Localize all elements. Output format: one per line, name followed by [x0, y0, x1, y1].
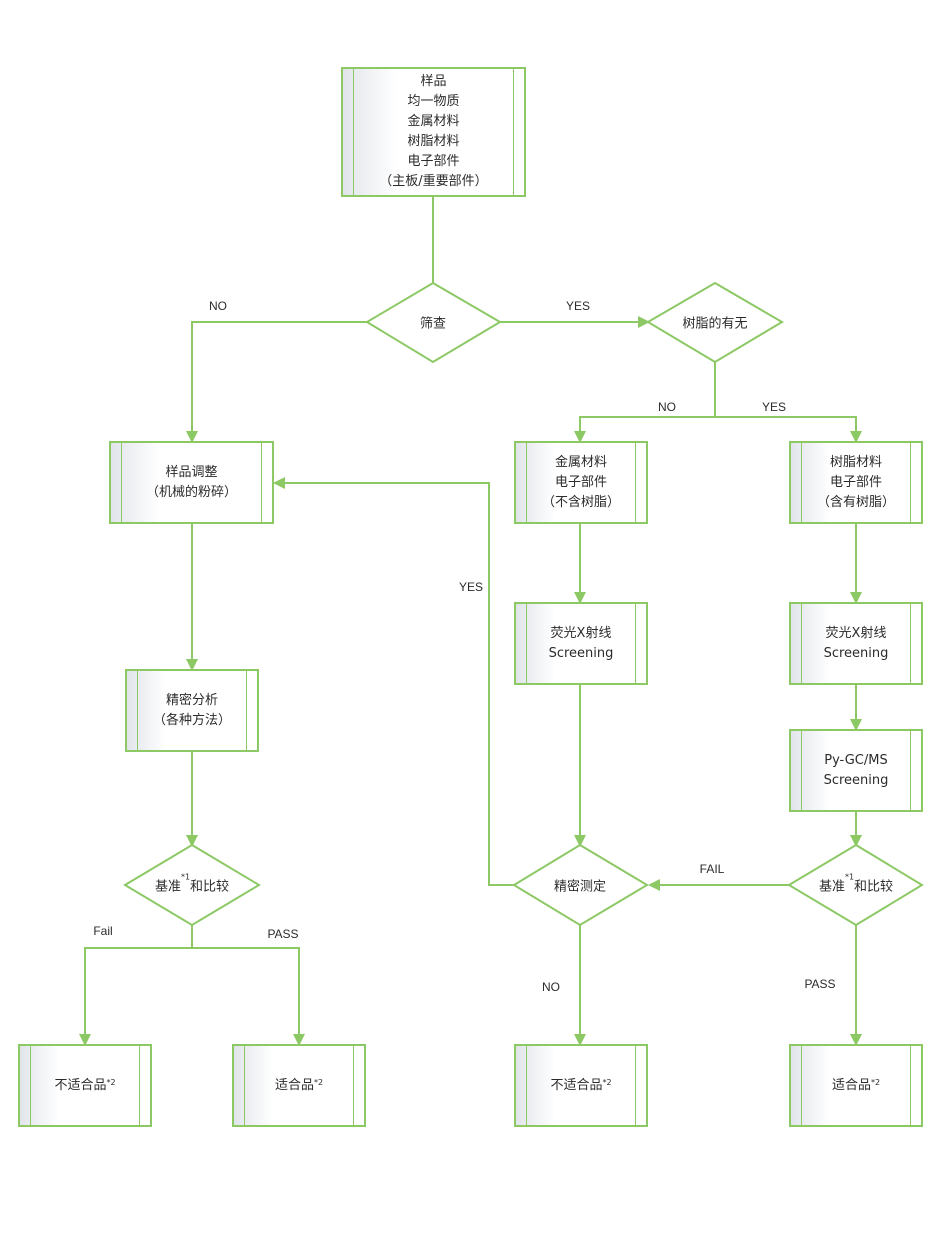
node-resin-line-2: 电子部件 [829, 474, 882, 490]
node-metal-line-1: 金属材料 [554, 454, 607, 470]
edge-label-pass-left: PASS [267, 927, 299, 941]
node-analysis-line-1: 精密分析 [165, 692, 218, 708]
edge-label-measure-yes: YES [458, 580, 484, 594]
node-metal-line-3: （不含树脂） [541, 494, 620, 510]
node-sample-line-5: 电子部件 [407, 154, 460, 169]
node-xrf-left-line-1: 荧光X射线 [550, 625, 612, 641]
node-resin-line-1: 树脂材料 [829, 454, 882, 470]
edge-resin-no [574, 416, 715, 443]
edge-screening-no [186, 321, 367, 443]
edge-label-screen-no: NO [209, 299, 227, 313]
edge-resin-yes [715, 416, 862, 443]
edge-label-fail-left: Fail [93, 924, 113, 938]
edge-measure-yes [273, 477, 514, 886]
edge-label-measure-no: NO [542, 980, 560, 994]
node-pygcms-line-1: Py-GC/MS [824, 752, 888, 768]
decision-precision-measure [512, 843, 649, 927]
decision-resin-presence-label: 树脂的有无 [682, 316, 748, 332]
node-ok-left: 适合品*2 [232, 1044, 366, 1127]
node-sample-adjust-line-1: 样品调整 [165, 464, 218, 480]
edge-label-resin-no: NO [658, 400, 676, 414]
node-resin-with-resin: 树脂材料 电子部件 （含有树脂） [789, 441, 923, 524]
node-sample-adjust-line-2: （机械的粉碎） [145, 484, 237, 500]
node-ng-left: 不适合品*2 [18, 1044, 152, 1127]
decision-compare-right-label: 基准*1和比较 [818, 872, 894, 895]
edge-label-fail-right: FAIL [699, 862, 725, 876]
node-sample-line-1: 样品 [420, 74, 447, 89]
decision-precision-measure-label: 精密测定 [553, 879, 607, 895]
edge-label-screen-yes: YES [565, 299, 591, 313]
node-pygcms: Py-GC/MS Screening [789, 729, 923, 812]
node-sample-line-2: 均一物质 [407, 94, 460, 109]
node-xrf-right-line-1: 荧光X射线 [825, 625, 887, 641]
node-ok-right-label: 适合品*2 [831, 1077, 881, 1093]
edge-fail-left [79, 947, 192, 1046]
decision-compare-left-label: 基准*1和比较 [154, 872, 230, 895]
node-ng-mid-label: 不适合品*2 [550, 1077, 612, 1093]
decision-compare-left [123, 843, 261, 927]
node-resin-line-3: （含有树脂） [816, 494, 895, 510]
node-sample-line-6: （主板/重要部件） [379, 174, 488, 189]
node-sample-line-4: 树脂材料 [407, 134, 460, 149]
node-precision-analysis: 精密分析 （各种方法） [125, 669, 259, 752]
node-sample-line-3: 金属材料 [407, 114, 460, 129]
decision-screening [365, 281, 502, 364]
node-ok-left-label: 适合品*2 [274, 1077, 324, 1093]
node-sample: 样品 均一物质 金属材料 树脂材料 电子部件 （主板/重要部件） [341, 67, 526, 197]
node-pygcms-line-2: Screening [823, 772, 889, 788]
node-xrf-left-line-2: Screening [548, 645, 614, 661]
node-ng-mid: 不适合品*2 [514, 1044, 648, 1127]
node-sample-adjust: 样品调整 （机械的粉碎） [109, 441, 274, 524]
decision-screening-label: 筛查 [419, 316, 447, 332]
node-xrf-right: 荧光X射线 Screening [789, 602, 923, 685]
decision-compare-right [787, 843, 924, 927]
node-analysis-line-2: （各种方法） [152, 712, 231, 728]
node-ok-right: 适合品*2 [789, 1044, 923, 1127]
edge-label-resin-yes: YES [761, 400, 787, 414]
decision-resin-presence [646, 281, 784, 364]
edge-pass-left [192, 947, 305, 1046]
node-metal-no-resin: 金属材料 电子部件 （不含树脂） [514, 441, 648, 524]
node-xrf-left: 荧光X射线 Screening [514, 602, 648, 685]
node-xrf-right-line-2: Screening [823, 645, 889, 661]
node-ng-left-label: 不适合品*2 [54, 1077, 116, 1093]
edge-label-pass-right: PASS [804, 977, 836, 991]
node-metal-line-2: 电子部件 [554, 474, 607, 490]
